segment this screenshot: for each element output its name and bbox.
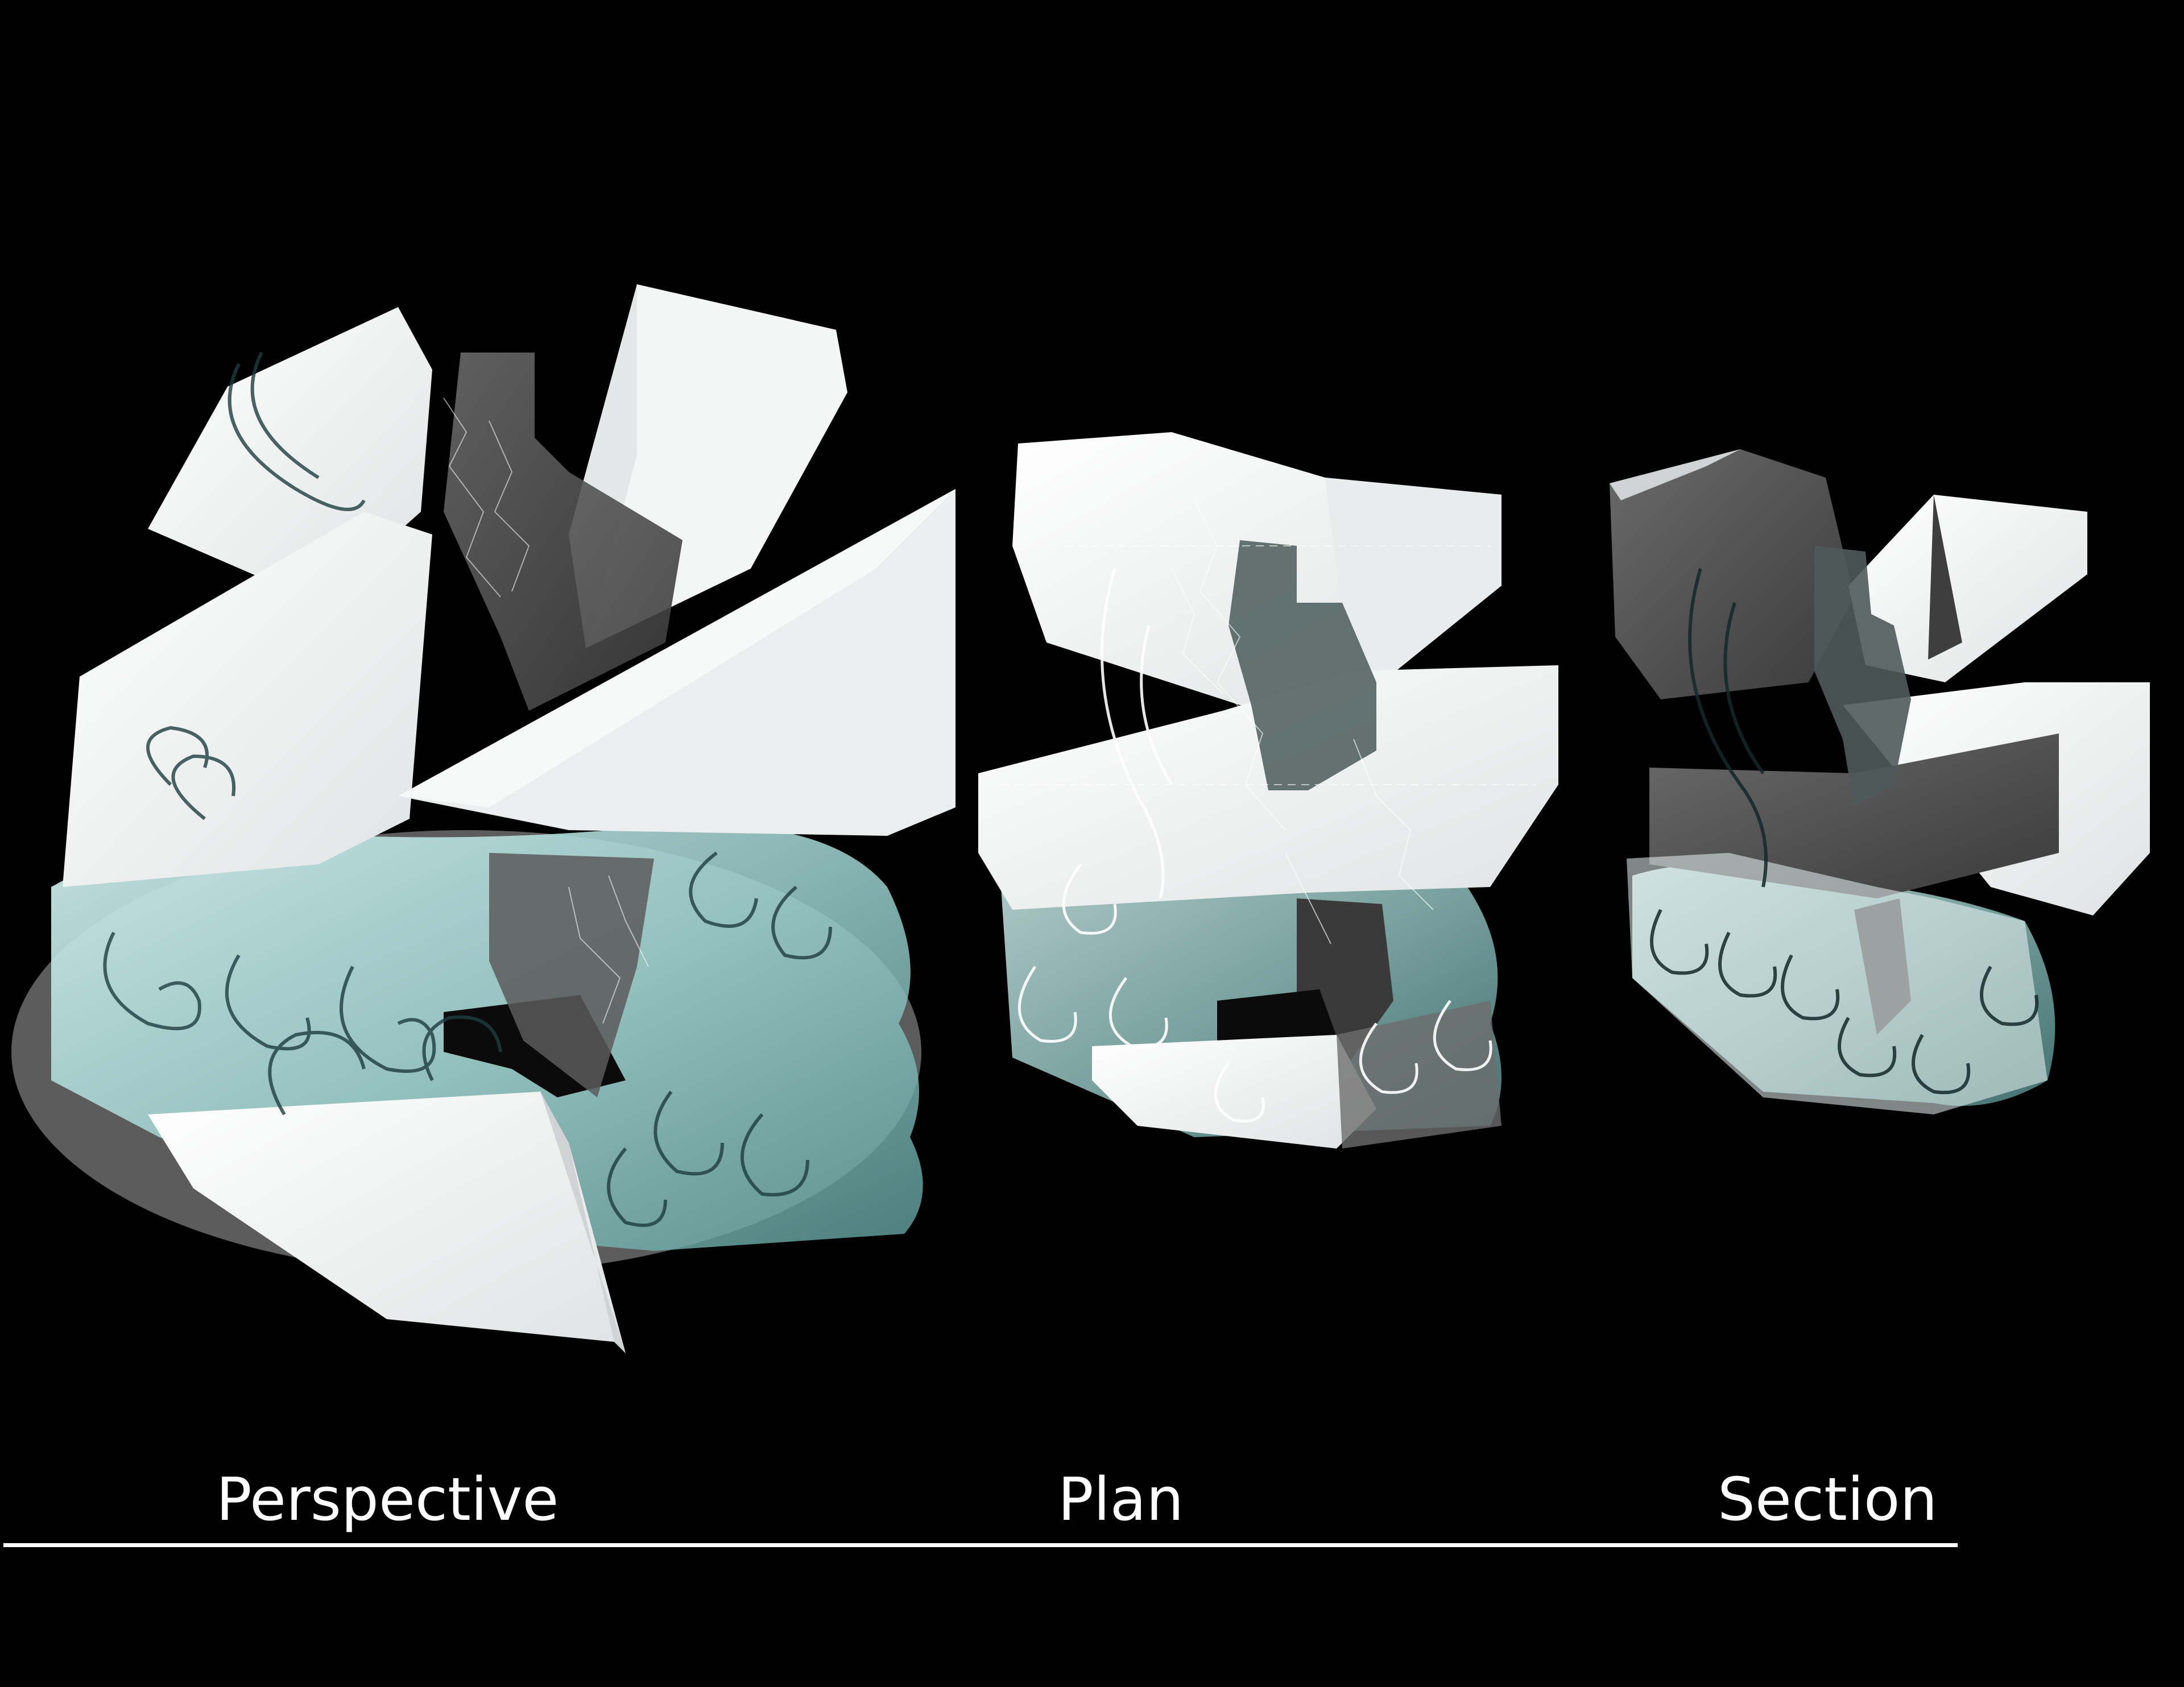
section-light-bottom <box>1627 853 2048 1114</box>
section-dark-triangle <box>1928 495 1962 660</box>
perspective-block-bottom-face <box>540 1092 626 1353</box>
plan-label: Plan <box>1058 1465 1184 1534</box>
section-dark-top <box>1610 449 1854 699</box>
plan-block-bottom-dark <box>1337 1001 1502 1149</box>
perspective-block-wedge-top <box>398 489 956 807</box>
section-light-right <box>1848 495 2087 682</box>
plan-dark-core <box>1228 540 1376 790</box>
plan-block-top-face <box>1325 478 1502 705</box>
perspective-swirls <box>103 351 832 1227</box>
plan-swirls <box>1017 568 1492 1123</box>
perspective-central-dark-block <box>489 853 654 1097</box>
section-dark-column <box>1814 546 1911 807</box>
section-swirls <box>1650 568 2039 1095</box>
section-dark-top-light <box>1610 449 1740 500</box>
section-dark-mid <box>1649 733 2059 898</box>
perspective-dark-core <box>444 353 682 711</box>
label-baseline-divider <box>3 1543 1958 1547</box>
section-label: Section <box>1718 1465 1938 1534</box>
plan-linework <box>1001 500 1536 944</box>
plan-figure <box>978 432 1558 1149</box>
perspective-figure <box>11 284 956 1353</box>
section-figure <box>1610 449 2150 1114</box>
perspective-block-bottom <box>148 1092 626 1353</box>
perspective-label: Perspective <box>216 1465 559 1534</box>
perspective-flow-lines <box>443 397 649 1024</box>
perspective-block-left <box>63 512 432 887</box>
plan-block-bottom <box>1092 1035 1376 1149</box>
